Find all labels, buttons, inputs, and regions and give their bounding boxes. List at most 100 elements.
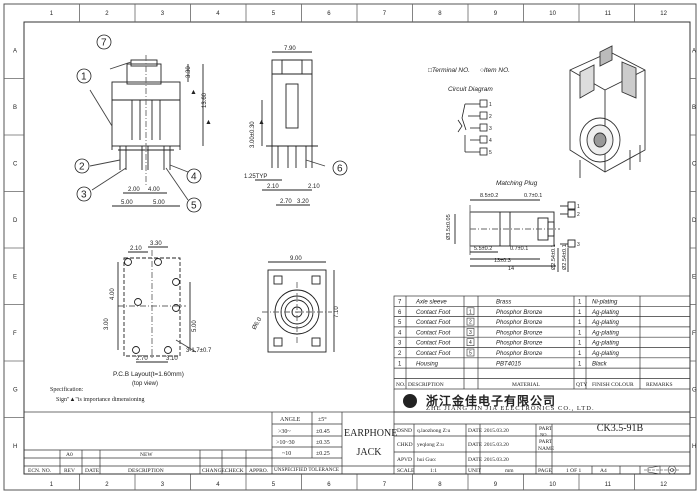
svg-text:3: 3	[577, 242, 580, 248]
svg-text:mm: mm	[505, 468, 514, 474]
terminal-box	[466, 317, 475, 326]
part-desc: Contact Foot	[416, 341, 451, 347]
svg-text:1 OF 1: 1 OF 1	[566, 468, 582, 474]
bottom-view	[262, 261, 335, 353]
part-no: 1	[398, 361, 402, 367]
grid-col-label: 2	[105, 482, 109, 488]
grid-row-label: C	[13, 161, 18, 167]
tol-r2v: ±0.35	[316, 440, 330, 446]
dim-front-h-top: 3.30	[186, 66, 192, 78]
dim-side-top: 7.90	[284, 46, 296, 52]
part-finish: Black	[592, 361, 608, 367]
grid-col-label: 9	[494, 482, 498, 488]
importance-mark: ▲	[205, 119, 212, 126]
part-qty: 1	[578, 310, 582, 316]
part-terminal: 1	[469, 309, 472, 315]
svg-text:6: 6	[337, 164, 343, 175]
grid-col-label: 5	[272, 11, 276, 17]
grid-col-label: 10	[549, 11, 556, 17]
pcb-dims: 2.10 3.30 4.00 3.00 5.00 2.70 3.10 3-1.7…	[104, 241, 212, 387]
part-material: Phosphor Bronze	[496, 341, 543, 347]
dim-plug-i: Ø2.54±0.1	[562, 244, 568, 270]
rev-new: NEW	[140, 452, 153, 458]
part-no: 2	[398, 351, 402, 357]
hdr-desc: DESCRIPTION	[408, 382, 444, 388]
dim-pcb-hole: 3-1.7±0.7	[186, 348, 212, 354]
callout-1: 1	[76, 68, 92, 84]
grid-col-label: 8	[438, 11, 442, 17]
grid-row-label: F	[13, 331, 17, 337]
dim-front-w2: 4.00	[148, 187, 160, 193]
tolerance-block: ANGLE ±5° >30~ ±0.45 >10~30 ±0.35 ~10 ±0…	[274, 416, 339, 473]
dim-pcb-d3: 4.00	[110, 288, 116, 300]
tol-label: UNSPECIFIED TOLERANCE	[274, 467, 339, 473]
svg-text:3: 3	[81, 190, 87, 201]
front-view-dims: 2.00 4.00 5.00 5.00 3.30 13.60 ▲ ▲	[121, 66, 212, 206]
part-finish: Ag-plating	[591, 310, 620, 316]
bottom-dims: 9.00 7.10 Ø6.0	[252, 256, 340, 331]
grid-col-label: 5	[272, 482, 276, 488]
part-desc: Contact Foot	[416, 310, 451, 316]
pcb-subtitle: (top view)	[132, 381, 158, 387]
dim-pcb-d7: 3.10	[166, 356, 178, 362]
grid-col-label: 6	[327, 482, 331, 488]
circuit-title: Circuit Diagram	[448, 86, 493, 93]
svg-text:NO.: NO.	[540, 432, 548, 437]
grid-row-label: C	[692, 161, 697, 167]
svg-text:1: 1	[81, 72, 87, 83]
svg-text:UNIT: UNIT	[468, 468, 482, 474]
svg-text:▲: ▲	[258, 119, 265, 126]
dim-plug-d: 5.5±0.2	[474, 246, 492, 252]
tol-r2: >10~30	[276, 440, 295, 446]
part-terminal: 5	[469, 351, 472, 357]
revision-block: A0 NEW ECN. NO. REV DATE DESCRIPTION CHA…	[28, 452, 269, 474]
svg-text:A4: A4	[600, 468, 607, 474]
grid-row-label: A	[692, 48, 696, 54]
terminal-box	[466, 307, 475, 316]
part-finish: Ag-plating	[591, 320, 620, 326]
legend-item: ○Item NO.	[480, 67, 510, 74]
pcb-title: P.C.B Layout(t=1.60mm)	[113, 371, 184, 378]
grid-row-label: H	[692, 444, 696, 450]
part-finish: Ag-plating	[591, 351, 620, 357]
svg-text:PART: PART	[539, 439, 553, 445]
product-name-1: EARPHONE	[344, 428, 398, 439]
svg-text:5: 5	[191, 201, 197, 212]
grid-col-label: 9	[494, 11, 498, 17]
dim-pcb-d6: 2.70	[136, 356, 148, 362]
svg-text:2015.03.20: 2015.03.20	[484, 442, 509, 448]
importance-mark: ▲	[190, 89, 197, 96]
part-desc: Contact Foot	[416, 351, 451, 357]
grid-col-label: 6	[327, 11, 331, 17]
dim-front-h-total: 13.60	[202, 92, 208, 108]
dim-plug-h: Ø2.54±0.1	[551, 244, 557, 270]
part-qty: 1	[578, 351, 582, 357]
dim-side-b4: 2.10	[308, 184, 320, 190]
ftr-date: DATE	[85, 468, 100, 474]
hdr-remarks: REMARKS	[646, 382, 673, 388]
plug-dims: 8.5±0.2 0.7±0.1 Ø3.5±0.05 5.5±0.2 0.7±0.…	[446, 193, 580, 272]
svg-text:4: 4	[191, 172, 197, 183]
ftr-appro: APPRO.	[249, 468, 269, 474]
dim-pcb-d2: 3.30	[150, 241, 162, 247]
svg-text:4: 4	[489, 138, 492, 144]
svg-text:5: 5	[489, 150, 492, 156]
part-finish: Ni-plating	[592, 300, 618, 306]
grid-col-label: 8	[438, 482, 442, 488]
front-view	[89, 55, 204, 207]
part-qty: 1	[578, 341, 582, 347]
matching-plug	[454, 199, 576, 272]
company-name-cn: 浙江金佳电子有限公司	[426, 394, 557, 408]
grid-row-label: A	[13, 48, 17, 54]
ftr-change: CHANGE.	[202, 468, 227, 474]
dim-side-b3: 2.10	[267, 184, 279, 190]
circuit-diagram	[457, 99, 488, 156]
svg-text:DATE: DATE	[468, 428, 483, 434]
part-no: 6	[398, 310, 402, 316]
svg-text:7: 7	[101, 38, 107, 49]
grid-col-label: 11	[605, 482, 612, 488]
svg-text:2015.03.20: 2015.03.20	[484, 457, 509, 463]
part-material: PBT4015	[496, 361, 522, 367]
svg-text:JJ: JJ	[406, 399, 414, 406]
